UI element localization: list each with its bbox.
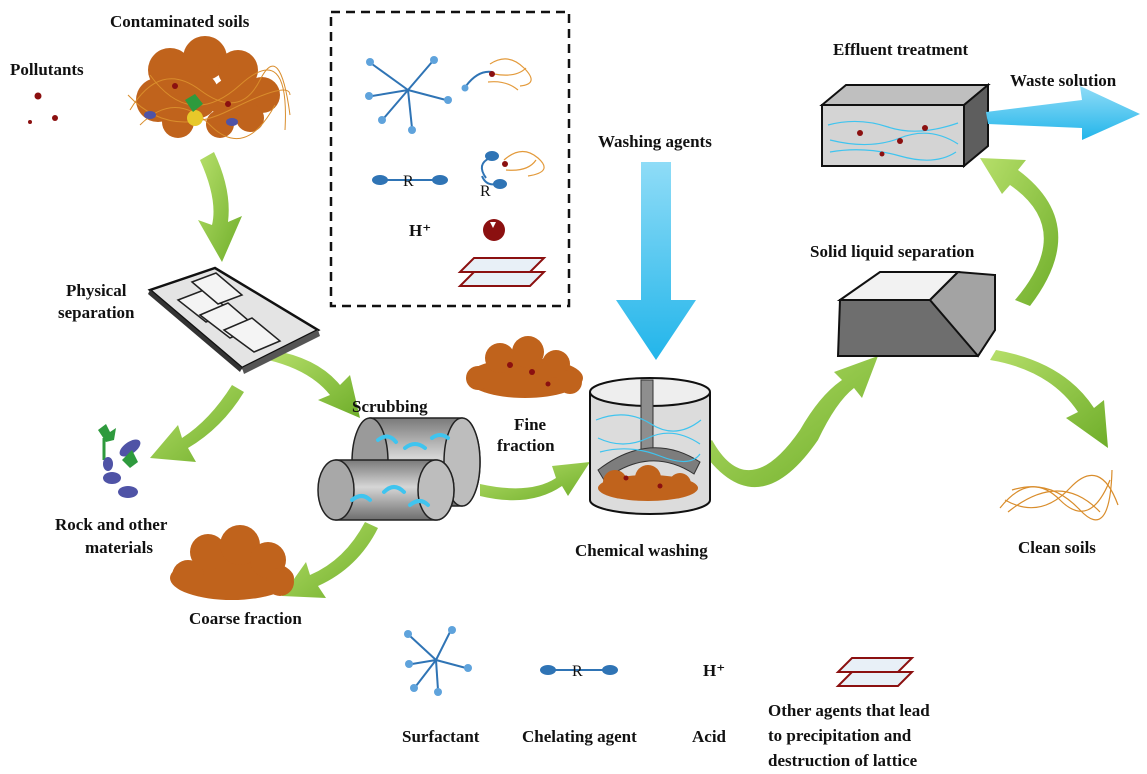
legend-surfactant-icon	[404, 626, 472, 696]
legend-chelating-label: Chelating agent	[522, 727, 637, 746]
label-scrubbing: Scrubbing	[352, 397, 428, 416]
legend-chelating-r: R	[572, 663, 583, 680]
inset-chelating-icon	[372, 175, 448, 185]
legend-other-line3: destruction of lattice	[768, 751, 918, 770]
flow-arrow-washing-to-separation	[700, 356, 878, 488]
label-rock-1: Rock and other	[55, 515, 168, 534]
inset-lattice-icon	[457, 257, 547, 287]
label-clean-soils: Clean soils	[1018, 538, 1096, 557]
label-fine-fraction-1: Fine	[514, 415, 547, 434]
inset-chelating-r: R	[403, 173, 414, 190]
fine-fraction-soil	[466, 336, 583, 398]
legend-other-line1: Other agents that lead	[768, 701, 930, 720]
label-fine-fraction-2: fraction	[497, 436, 555, 455]
label-pollutants: Pollutants	[10, 60, 84, 79]
label-waste-solution: Waste solution	[1010, 71, 1117, 90]
mechanism-inset: R R H⁺	[329, 10, 571, 308]
legend-surfactant-label: Surfactant	[402, 727, 480, 746]
physical-separation-tray	[147, 266, 321, 374]
flow-arrow-soils-to-separation	[198, 152, 242, 262]
legend-chelating-icon	[540, 665, 618, 675]
inset-acid-symbol: H⁺	[409, 221, 431, 240]
inset-chelate-r: R	[480, 183, 491, 200]
coarse-fraction-soil	[170, 525, 294, 600]
legend-acid-label: Acid	[692, 727, 727, 746]
flow-arrow-separation-to-scrubbing	[268, 350, 360, 418]
legend: Surfactant R Chelating agent H⁺ Acid Oth…	[402, 626, 930, 770]
legend-other-line2: to precipitation and	[768, 726, 912, 745]
effluent-treatment-tank	[819, 82, 991, 169]
pollutant-dots	[28, 92, 58, 124]
scrubbing-drums	[317, 417, 481, 521]
chemical-washing-tank	[589, 377, 711, 515]
inset-acid-particle-icon	[483, 219, 505, 241]
label-effluent-treatment: Effluent treatment	[833, 40, 969, 59]
rock-materials-illustration	[98, 424, 141, 498]
legend-acid-symbol: H⁺	[703, 661, 725, 680]
label-rock-2: materials	[85, 538, 153, 557]
label-washing-agents: Washing agents	[598, 132, 712, 151]
label-contaminated-soils: Contaminated soils	[110, 12, 250, 31]
contaminated-soils-illustration	[127, 36, 291, 140]
label-chemical-washing: Chemical washing	[575, 541, 708, 560]
inset-surfactant-icon	[365, 56, 452, 134]
label-coarse-fraction: Coarse fraction	[189, 609, 302, 628]
clean-soils-illustration	[999, 469, 1119, 521]
label-solid-liquid-separation: Solid liquid separation	[810, 242, 975, 261]
waste-solution-arrow	[986, 86, 1140, 140]
flow-arrow-separation-to-clean-soils	[990, 350, 1108, 448]
flow-arrow-separation-to-effluent	[980, 158, 1059, 306]
label-physical-separation-1: Physical	[66, 281, 127, 300]
washing-agents-arrow	[616, 162, 696, 360]
flow-arrow-separation-to-rocks	[150, 385, 244, 462]
solid-liquid-separator	[836, 270, 996, 358]
inset-surfactant-bound-icon	[461, 58, 532, 92]
label-physical-separation-2: separation	[58, 303, 135, 322]
flow-arrow-scrubbing-to-coarse	[282, 522, 378, 598]
flow-arrow-scrubbing-to-washing	[480, 462, 590, 501]
legend-lattice-icon	[835, 657, 915, 687]
inset-chelate-bound-icon	[480, 150, 545, 189]
